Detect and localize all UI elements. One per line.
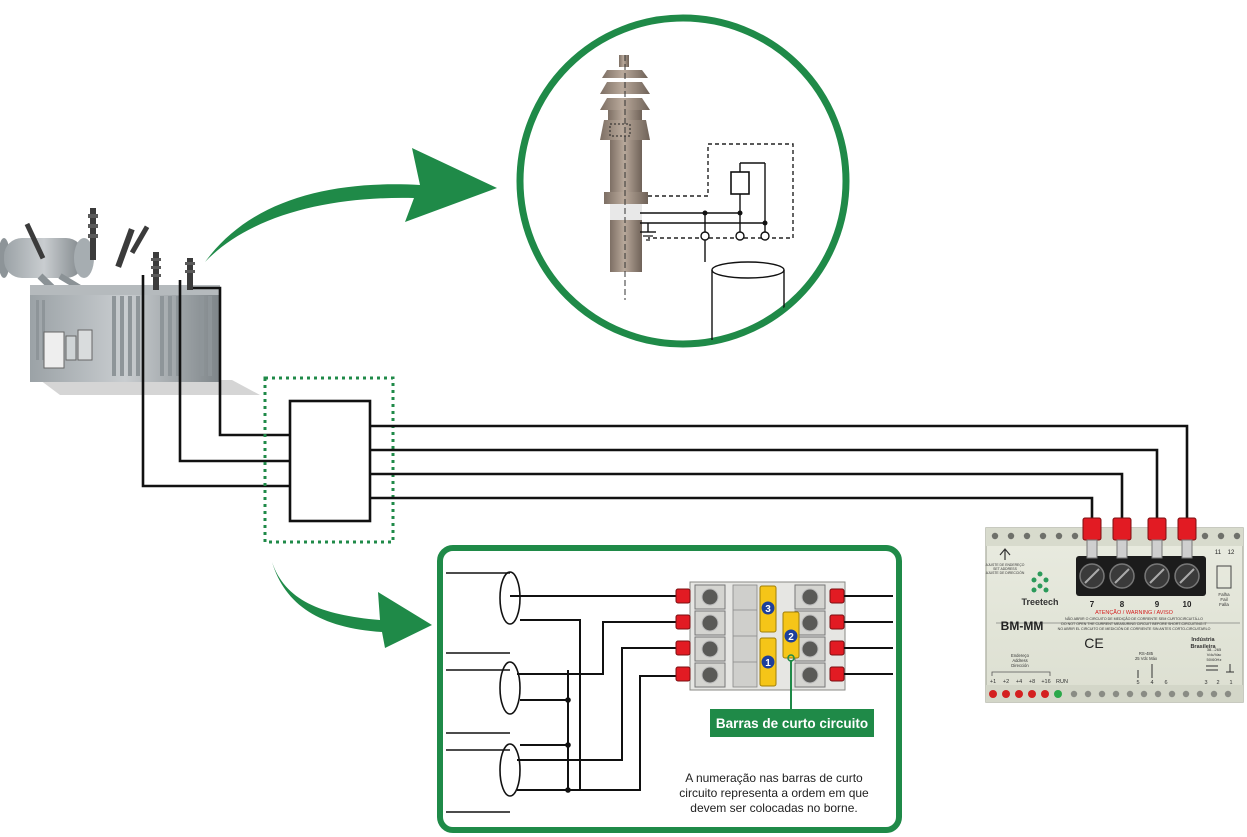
note-line-1: A numeração nas barras de curto	[685, 771, 863, 785]
power-line-1: 38...265	[1207, 647, 1222, 652]
addr-terminal-run: RUN	[1056, 679, 1068, 685]
curved-arrow-to-bushing-detail	[205, 148, 497, 262]
power-line-3: 50/60Hz	[1207, 657, 1222, 662]
bar-number-3: 3	[765, 604, 771, 615]
relay-label-2: Fail	[1220, 597, 1227, 602]
terminal-9: 9	[1155, 600, 1160, 609]
addr-terminal-8: +8	[1029, 679, 1035, 685]
curved-arrow-to-terminal-detail	[272, 562, 432, 648]
address-line-3: Dirección	[1011, 663, 1029, 668]
bar-number-2: 2	[788, 632, 794, 643]
relay-terminal-11: 11	[1215, 550, 1222, 556]
terminal-8: 8	[1120, 600, 1125, 609]
comm-terminal-6: 6	[1164, 680, 1167, 686]
origin-line-2: Brasileira	[1190, 644, 1216, 650]
transformer-to-junction-wires	[141, 275, 290, 488]
power-line-2: Vdc/Vac	[1207, 652, 1222, 657]
ce-mark: CE	[1084, 635, 1103, 651]
note-line-2: circuito representa a ordem em que	[679, 786, 869, 800]
power-terminal-2: 2	[1216, 680, 1219, 686]
address-line-1: Endereço	[1011, 653, 1030, 658]
bushing-ct-detail-circle	[516, 14, 850, 348]
relay-label-3: Falla	[1219, 602, 1229, 607]
short-circuit-bars-label: Barras de curto circuito	[716, 716, 868, 731]
junction-box	[288, 399, 372, 523]
comm-terminal-4: 4	[1150, 680, 1153, 686]
note-line-3: devem ser colocadas no borne.	[690, 801, 857, 815]
bar-number-1: 1	[765, 658, 771, 669]
addr-terminal-16: +16	[1041, 679, 1050, 685]
device-model: BM-MM	[1001, 619, 1044, 633]
relay-label-1: Falha	[1218, 592, 1230, 597]
adjust-line-3: AJUSTE DE DIRECCIÓN	[986, 570, 1025, 575]
address-line-2: Address	[1012, 658, 1027, 663]
power-transformer-illustration	[0, 208, 260, 395]
junction-to-device-wires	[370, 424, 1189, 520]
device-warning-title: ATENÇÃO / WARNING / AVISO	[1095, 609, 1174, 616]
origin-line-1: Indústria	[1191, 637, 1215, 643]
comm-terminal-5: 5	[1136, 680, 1139, 686]
adjust-line-2: SET ADDRESS	[993, 567, 1017, 571]
addr-terminal-4: +4	[1016, 679, 1022, 685]
junction-box-frame	[263, 376, 395, 544]
device-warning-es: NO ABRIR EL CIRCUITO DE MEDICIÓN DE CORR…	[1058, 626, 1211, 631]
relay-terminal-12: 12	[1228, 550, 1235, 556]
addr-terminal-2: +2	[1003, 679, 1009, 685]
diagram-text: 3 2 1 Barras de curto circuito A numeraç…	[679, 550, 1235, 815]
power-terminal-3: 3	[1204, 680, 1207, 686]
addr-terminal-1: +1	[990, 679, 996, 685]
comm-line-2: 25 Vdc Máx	[1135, 656, 1158, 661]
bm-mm-device	[985, 517, 1244, 703]
terminal-7: 7	[1090, 600, 1095, 609]
adjust-line-1: AJUSTE DE ENDEREÇO	[986, 563, 1025, 567]
comm-line-1: RS-485	[1139, 651, 1154, 656]
device-brand: Treetech	[1021, 597, 1058, 607]
bar-label-box	[710, 709, 874, 737]
power-terminal-1: 1	[1229, 680, 1232, 686]
terminal-10: 10	[1183, 600, 1192, 609]
device-warning-en: DO NOT OPEN THE CURRENT MEASURING CIRCUI…	[1061, 622, 1207, 626]
device-warning-pt: NÃO ABRIR O CIRCUITO DE MEDIÇÃO DE CORRE…	[1065, 616, 1203, 621]
terminal-block-detail-panel	[437, 545, 902, 833]
